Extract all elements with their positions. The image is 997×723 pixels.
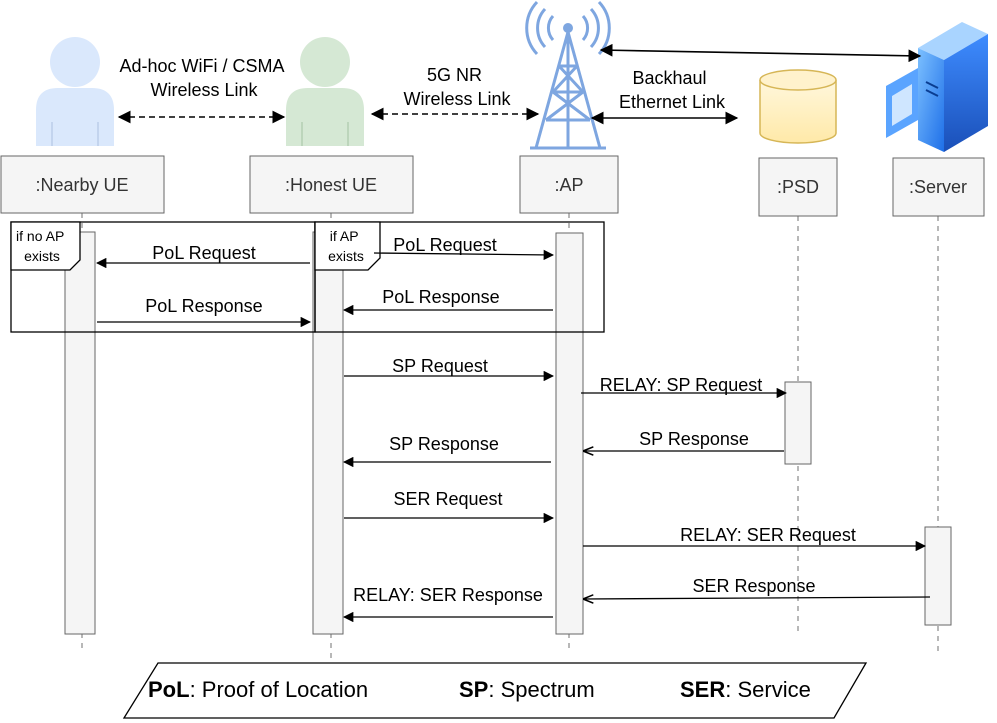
fragment-ap-label: if AP exists (328, 228, 364, 264)
fragment-ap: if AP exists (314, 221, 605, 333)
message-sp-req: SP Request (344, 356, 555, 382)
fragment-no-ap-line-2: exists (24, 248, 60, 264)
backhaul-link: Backhaul Ethernet Link (590, 43, 922, 125)
database-icon (759, 69, 837, 144)
backhaul-link-label: Backhaul Ethernet Link (619, 68, 726, 112)
participant-ap: :AP (519, 155, 619, 214)
message-pol-resp-ap: PoL Response (342, 287, 553, 316)
participant-label: :Nearby UE (35, 175, 128, 195)
participant-label: :Server (909, 177, 967, 197)
server-icon (886, 22, 988, 152)
fragment-no-ap: if no AP exists (10, 221, 316, 333)
fragment-no-ap-line-1: if no AP (16, 228, 64, 244)
legend-desc: : Service (725, 677, 811, 702)
message-label: SP Request (392, 356, 488, 376)
participant-label: :AP (554, 175, 583, 195)
message-relay-sp-req: RELAY: SP Request (581, 375, 788, 399)
legend-item-pol: PoL: Proof of Location (148, 677, 368, 702)
adhoc-link-label: Ad-hoc WiFi / CSMA Wireless Link (119, 56, 288, 100)
fragment-ap-line-1: if AP (330, 228, 359, 244)
message-label: SER Response (692, 576, 815, 596)
participant-nearby-ue: :Nearby UE (0, 155, 165, 214)
message-label: SER Request (393, 489, 502, 509)
legend-item-ser: SER: Service (680, 677, 811, 702)
message-label: PoL Response (382, 287, 499, 307)
participant-label: :Honest UE (285, 175, 377, 195)
message-sp-resp-psd: SP Response (584, 429, 784, 451)
honest-ue-activation (312, 231, 344, 635)
message-label: PoL Request (393, 235, 496, 255)
legend: PoL: Proof of Location SP: Spectrum SER:… (122, 662, 868, 719)
message-label: SP Response (389, 434, 499, 454)
message-pol-resp-nearby: PoL Response (97, 296, 312, 328)
nr-link-line-2: Wireless Link (403, 89, 511, 109)
legend-key: SER (680, 677, 725, 702)
server-activation (924, 526, 952, 626)
backhaul-link-line-2: Ethernet Link (619, 92, 726, 112)
adhoc-link-line-2: Wireless Link (150, 80, 258, 100)
message-ser-req: SER Request (344, 489, 555, 524)
legend-key: PoL (148, 677, 190, 702)
nearby-ue-user-icon (36, 37, 114, 146)
message-ser-resp-server: SER Response (584, 576, 931, 599)
legend-item-sp: SP: Spectrum (459, 677, 595, 702)
honest-ue-user-icon (286, 37, 364, 146)
legend-desc: : Proof of Location (190, 677, 369, 702)
message-label: RELAY: SER Request (680, 525, 856, 545)
nr-link: 5G NR Wireless Link (370, 65, 540, 121)
legend-key: SP (459, 677, 488, 702)
participant-honest-ue: :Honest UE (249, 155, 414, 214)
psd-activation (784, 381, 812, 465)
nearby-ue-activation (64, 231, 96, 635)
message-label: RELAY: SER Response (353, 585, 543, 605)
adhoc-link-line-1: Ad-hoc WiFi / CSMA (119, 56, 284, 76)
legend-desc: : Spectrum (488, 677, 594, 702)
message-pol-req-ap: PoL Request (373, 235, 555, 261)
message-sp-resp: SP Response (342, 434, 551, 468)
activations (64, 231, 952, 635)
nr-link-line-1: 5G NR (427, 65, 482, 85)
ap-activation (555, 232, 584, 635)
nr-link-label: 5G NR Wireless Link (403, 65, 511, 109)
fragment-no-ap-label: if no AP exists (16, 228, 68, 264)
message-pol-req-nearby: PoL Request (95, 243, 310, 269)
message-label: PoL Request (152, 243, 255, 263)
antenna-tower-icon (525, 0, 611, 150)
backhaul-link-line-1: Backhaul (632, 68, 706, 88)
message-label: PoL Response (145, 296, 262, 316)
message-label: RELAY: SP Request (600, 375, 762, 395)
message-relay-ser-resp: RELAY: SER Response (342, 585, 553, 623)
participant-server: :Server (892, 157, 985, 217)
adhoc-link: Ad-hoc WiFi / CSMA Wireless Link (117, 56, 288, 124)
participant-label: :PSD (777, 177, 819, 197)
message-relay-ser-req: RELAY: SER Request (583, 525, 927, 552)
fragment-ap-line-2: exists (328, 248, 364, 264)
participant-psd: :PSD (758, 157, 838, 217)
message-label: SP Response (639, 429, 749, 449)
